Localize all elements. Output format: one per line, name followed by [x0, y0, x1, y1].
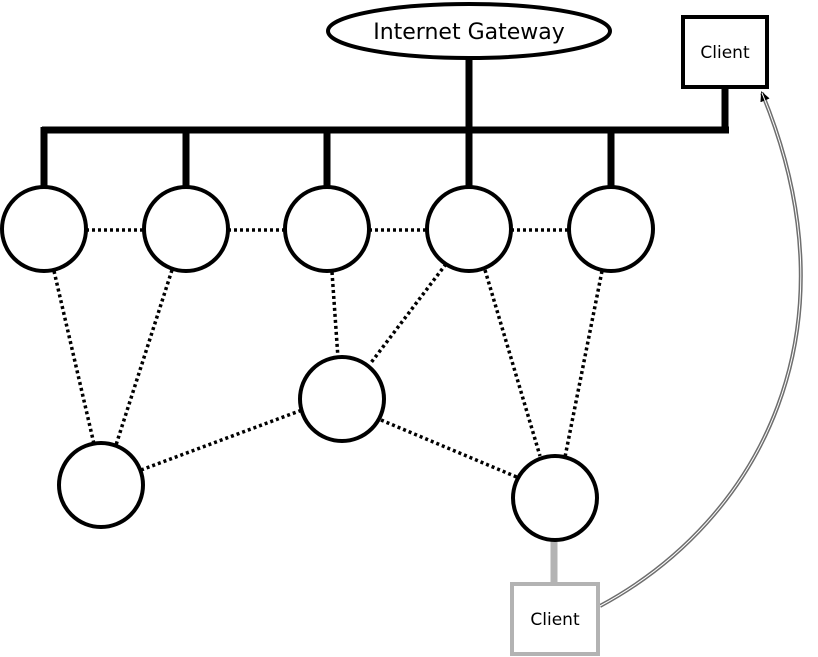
mesh-node [283, 185, 371, 273]
roaming-arrow-inner [599, 92, 802, 607]
mesh-node [142, 185, 230, 273]
client-box-bottom: Client [510, 582, 600, 656]
client-box [510, 582, 600, 656]
mesh-link [114, 269, 174, 446]
gateway-ellipse [326, 2, 612, 60]
mesh-node [567, 185, 655, 273]
mesh-nodes [0, 185, 655, 542]
gateway-label: Internet Gateway [373, 20, 565, 45]
mesh-node [298, 355, 386, 443]
mesh-link [52, 270, 96, 445]
mesh-node [0, 185, 88, 273]
client-label: Client [700, 43, 750, 63]
backbone [40, 58, 729, 188]
mesh-links [52, 228, 604, 480]
mesh-link [368, 262, 448, 366]
client-box-top: Client [681, 15, 769, 89]
internet-gateway: Internet Gateway [326, 2, 612, 60]
mesh-link [483, 269, 542, 457]
client-box [681, 15, 769, 89]
mesh-node [425, 185, 513, 273]
mesh-node [57, 441, 145, 529]
client-label: Client [530, 610, 580, 630]
mesh-link [140, 408, 303, 472]
mesh-link [330, 271, 340, 359]
mesh-link [563, 270, 604, 458]
mesh-node [511, 454, 599, 542]
mesh-link [380, 418, 520, 480]
